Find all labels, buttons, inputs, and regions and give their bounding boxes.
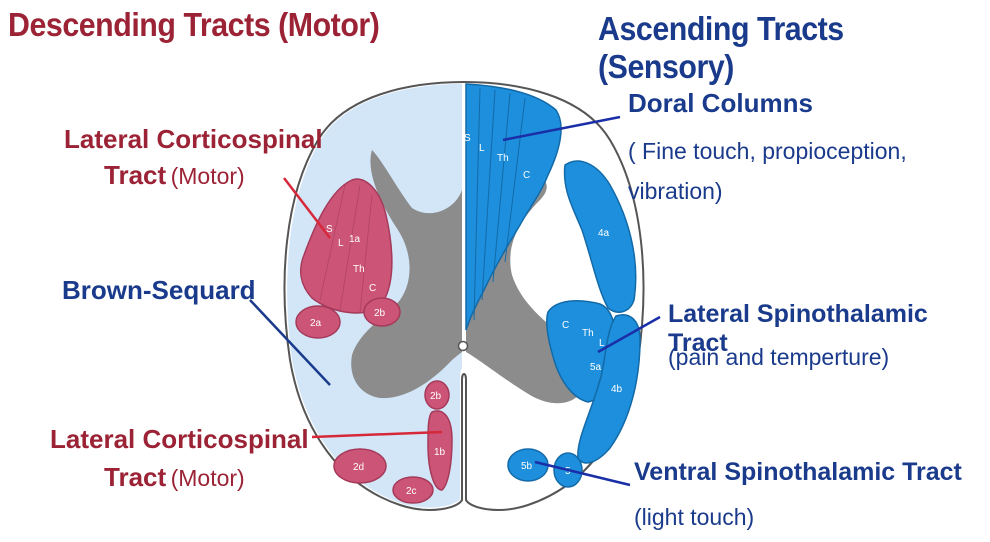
code-dc-c: C bbox=[523, 170, 530, 181]
label-dorsal-desc-line2: vibration) bbox=[628, 178, 723, 204]
code-dc-s: S bbox=[464, 133, 471, 144]
code-2a: 2a bbox=[310, 318, 322, 329]
dorsal-columns bbox=[465, 83, 562, 331]
tract-4a bbox=[563, 160, 637, 313]
label-lateral-spinothalamic-desc: (pain and temperture) bbox=[668, 344, 890, 370]
tract-2a bbox=[295, 305, 341, 339]
descending-tracts-heading: Descending Tracts (Motor) bbox=[8, 6, 380, 43]
label-dorsal-desc-line1: ( Fine touch, propioception, bbox=[628, 138, 907, 164]
code-lcst-1a: 1a bbox=[349, 234, 361, 245]
code-4a: 4a bbox=[598, 228, 610, 239]
tract-2b bbox=[363, 297, 401, 327]
code-5a: 5a bbox=[590, 362, 602, 373]
pointer-lcst-top bbox=[283, 177, 331, 239]
tract-lateral-corticospinal-upper bbox=[299, 178, 393, 314]
pointer-lcst-bottom bbox=[311, 430, 443, 439]
ascending-tracts-heading: Ascending Tracts (Sensory) bbox=[598, 10, 844, 85]
code-2b: 2b bbox=[374, 308, 386, 319]
grey-matter-left bbox=[351, 150, 462, 399]
code-4b: 4b bbox=[611, 384, 623, 395]
code-lst-c: C bbox=[562, 320, 569, 331]
code-lst-l: L bbox=[599, 338, 605, 349]
pointer-dorsal-columns bbox=[502, 115, 621, 142]
label-lcst-top-motor: (Motor) bbox=[170, 163, 245, 189]
label-lcst-top-line2: Tract (Motor) bbox=[104, 160, 245, 191]
label-lateral-spinothalamic: Lateral Spinothalamic Tract bbox=[668, 300, 928, 357]
pointer-brown-sequard bbox=[249, 299, 331, 386]
code-lcst-c: C bbox=[369, 283, 376, 294]
pointer-lateral-spinothalamic bbox=[597, 315, 661, 354]
pointer-ventral-spinothalamic bbox=[534, 460, 631, 487]
label-lcst-top-line1: Lateral Corticospinal bbox=[64, 124, 323, 154]
tract-2b-lower bbox=[424, 380, 450, 410]
label-lcst-bottom-line2: Tract (Motor) bbox=[104, 462, 245, 493]
central-canal bbox=[457, 340, 469, 352]
label-lcst-bottom-line1: Lateral Corticospinal bbox=[50, 424, 309, 454]
code-lcst-th: Th bbox=[353, 264, 365, 275]
label-dorsal-columns: Doral Columns bbox=[628, 88, 813, 118]
tract-2c bbox=[392, 476, 434, 504]
tract-4b bbox=[577, 314, 641, 464]
code-2d: 2d bbox=[353, 462, 364, 473]
code-lcst-l: L bbox=[338, 238, 344, 249]
label-ventral-spinothalamic-desc: (light touch) bbox=[634, 504, 755, 530]
label-ventral-spinothalamic: Ventral Spinothalamic Tract bbox=[634, 458, 962, 486]
label-lcst-bottom-motor: (Motor) bbox=[170, 465, 245, 491]
label-lcst-bottom-tract: Tract bbox=[104, 462, 167, 492]
code-5c: 5 bbox=[565, 466, 571, 477]
code-dc-l: L bbox=[479, 143, 485, 154]
label-brown-sequard: Brown-Sequard bbox=[62, 275, 256, 305]
code-5b: 5b bbox=[521, 461, 533, 472]
code-lcst-s: S bbox=[326, 224, 333, 235]
code-1b: 1b bbox=[434, 447, 446, 458]
code-2c: 2c bbox=[406, 486, 417, 497]
code-lst-th: Th bbox=[582, 328, 594, 339]
tract-2d bbox=[333, 448, 387, 484]
label-lcst-top-tract: Tract bbox=[104, 160, 167, 190]
code-dc-th: Th bbox=[497, 153, 509, 164]
code-2b-lower: 2b bbox=[430, 391, 442, 402]
